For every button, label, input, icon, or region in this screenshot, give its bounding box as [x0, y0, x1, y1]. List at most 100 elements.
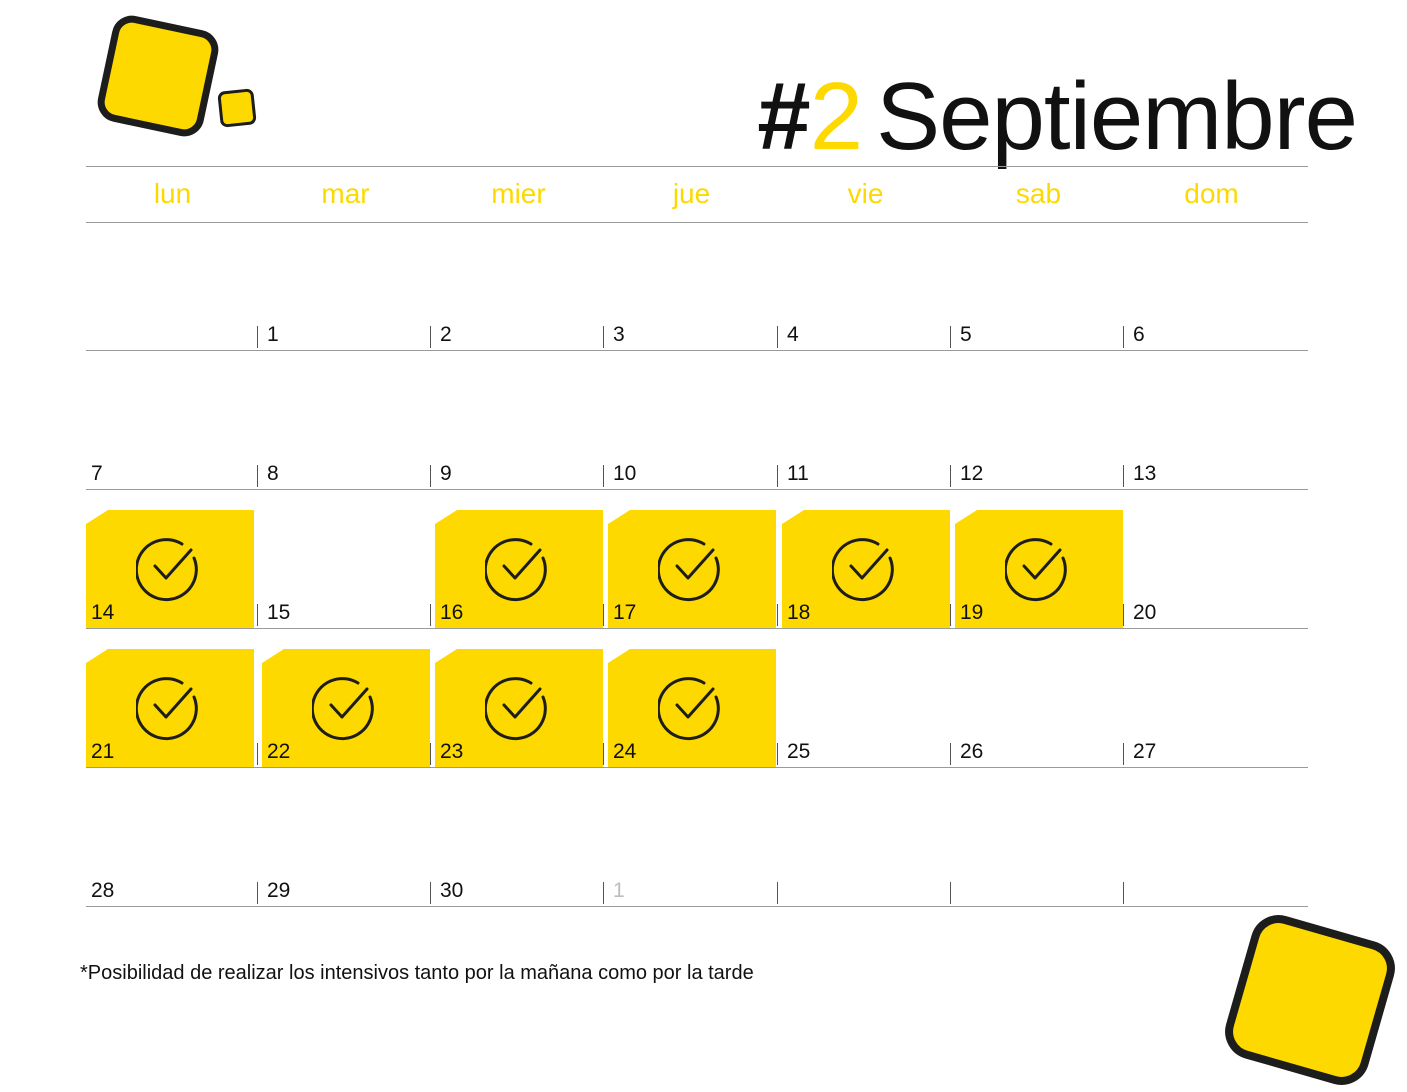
day-highlight: [262, 649, 430, 767]
day-highlight: [86, 649, 254, 767]
day-separator: [430, 604, 431, 626]
logo-large-square: [93, 11, 223, 141]
day-number: 11: [787, 462, 809, 485]
week-rule: [86, 628, 1308, 629]
day-number: 19: [960, 601, 984, 624]
day-number: 6: [1133, 323, 1145, 346]
day-separator: [430, 882, 431, 904]
week-rule: [86, 489, 1308, 490]
day-number: 22: [267, 740, 291, 763]
check-circle-icon: [485, 538, 547, 602]
day-number: 29: [267, 879, 291, 902]
day-number: 10: [613, 462, 637, 485]
day-number: 17: [613, 601, 637, 624]
day-number: 5: [960, 323, 972, 346]
check-circle-icon: [485, 677, 547, 741]
day-number: 20: [1133, 601, 1157, 624]
day-separator: [1123, 882, 1124, 904]
day-separator: [950, 743, 951, 765]
day-separator: [430, 326, 431, 348]
day-separator: [603, 465, 604, 487]
day-separator: [950, 604, 951, 626]
weekday-lun: lun: [153, 178, 192, 209]
week-rule: [86, 906, 1308, 907]
day-highlight: [435, 510, 603, 628]
day-highlight: [435, 649, 603, 767]
weekday-mier: mier: [491, 178, 546, 209]
corner-decoration-square: [1218, 908, 1402, 1092]
day-separator: [950, 465, 951, 487]
check-circle-icon: [136, 677, 198, 741]
day-highlight: [608, 510, 776, 628]
day-separator: [257, 882, 258, 904]
day-separator: [430, 743, 431, 765]
day-separator: [777, 604, 778, 626]
day-number: 28: [91, 879, 115, 902]
day-separator: [603, 743, 604, 765]
day-separator: [1123, 743, 1124, 765]
day-separator: [257, 604, 258, 626]
day-separator: [777, 326, 778, 348]
day-number: 30: [440, 879, 464, 902]
day-number: 27: [1133, 740, 1157, 763]
day-number: 3: [613, 323, 625, 346]
header-bottom-rule: [86, 222, 1308, 223]
day-number: 24: [613, 740, 637, 763]
day-highlight: [86, 510, 254, 628]
title-hash: #: [757, 63, 810, 170]
day-number: 2: [440, 323, 452, 346]
day-number: 15: [267, 601, 291, 624]
day-number: 26: [960, 740, 984, 763]
day-separator: [777, 882, 778, 904]
day-separator: [1123, 326, 1124, 348]
day-separator: [257, 465, 258, 487]
weekday-sab: sab: [1015, 178, 1062, 209]
day-number: 9: [440, 462, 452, 485]
check-circle-icon: [832, 538, 894, 602]
weekday-dom: dom: [1184, 178, 1239, 209]
day-separator: [950, 882, 951, 904]
day-number: 16: [440, 601, 464, 624]
day-separator: [603, 604, 604, 626]
week-rule: [86, 767, 1308, 768]
day-highlight: [955, 510, 1123, 628]
title-month: Septiembre: [876, 63, 1358, 170]
day-number: 25: [787, 740, 811, 763]
check-circle-icon: [1005, 538, 1067, 602]
day-separator: [430, 465, 431, 487]
day-separator: [777, 465, 778, 487]
header-top-rule: [86, 166, 1308, 167]
day-number: 23: [440, 740, 464, 763]
day-number: 13: [1133, 462, 1157, 485]
check-circle-icon: [136, 538, 198, 602]
day-separator: [777, 743, 778, 765]
day-number: 21: [91, 740, 115, 763]
check-circle-icon: [658, 677, 720, 741]
day-separator: [257, 326, 258, 348]
day-separator: [257, 743, 258, 765]
week-rule: [86, 350, 1308, 351]
logo-small-square: [217, 88, 257, 128]
day-separator: [1123, 465, 1124, 487]
day-highlight: [782, 510, 950, 628]
day-separator: [603, 882, 604, 904]
day-number: 14: [91, 601, 115, 624]
day-number: 8: [267, 462, 279, 485]
weekday-jue: jue: [672, 178, 711, 209]
footnote: *Posibilidad de realizar los intensivos …: [80, 962, 754, 984]
day-separator: [603, 326, 604, 348]
weekday-mar: mar: [321, 178, 370, 209]
day-number: 1: [613, 879, 625, 902]
weekday-vie: vie: [847, 178, 884, 209]
day-separator: [950, 326, 951, 348]
title-number: 2: [809, 63, 863, 170]
check-circle-icon: [658, 538, 720, 602]
day-number: 7: [91, 462, 103, 485]
day-number: 12: [960, 462, 984, 485]
day-separator: [1123, 604, 1124, 626]
check-circle-icon: [312, 677, 374, 741]
day-number: 18: [787, 601, 811, 624]
day-number: 1: [267, 323, 279, 346]
day-highlight: [608, 649, 776, 767]
